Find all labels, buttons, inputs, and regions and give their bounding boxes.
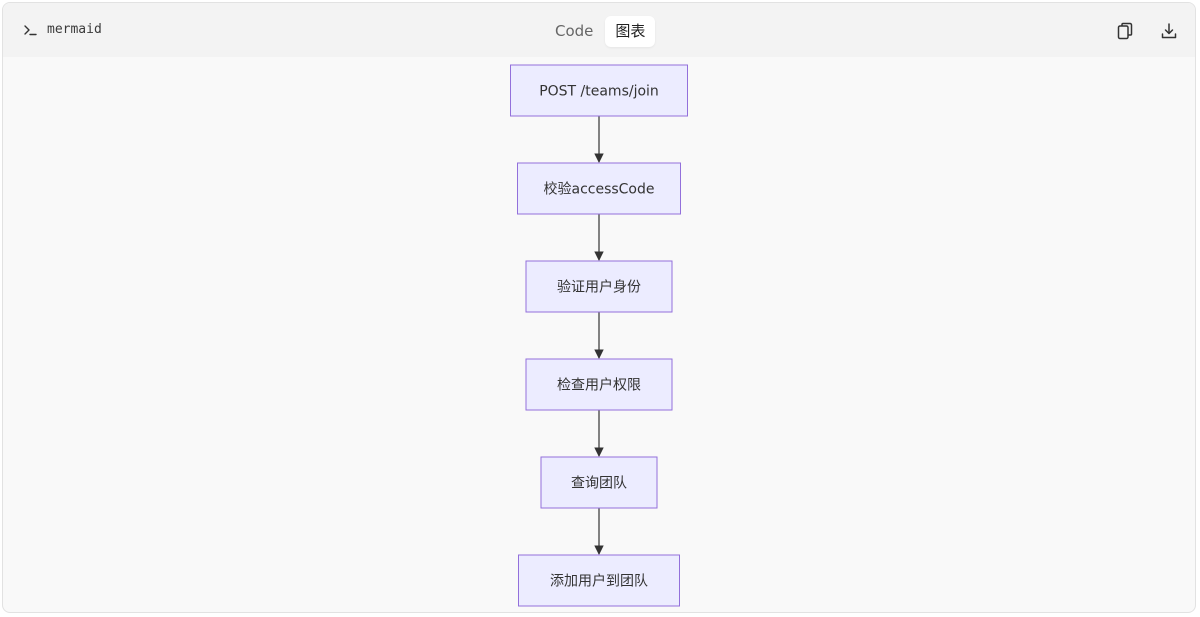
- copy-icon: [1117, 22, 1133, 40]
- flow-node-3: 验证用户身份: [525, 260, 673, 313]
- flowchart-diagram: POST /teams/join 校验accessCode 验证用户身份检查用户权限…: [3, 57, 1195, 612]
- flow-node-label: 校验accessCode: [543, 181, 654, 198]
- download-button[interactable]: [1157, 19, 1181, 43]
- flow-node-label: 添加用户到团队: [550, 573, 648, 590]
- tab-code[interactable]: Code: [555, 22, 594, 40]
- flow-node-box: [525, 358, 673, 411]
- flow-node-4: 检查用户权限: [525, 358, 673, 411]
- flow-node-box: [518, 554, 680, 607]
- flow-node-label: POST /teams/join: [539, 84, 659, 100]
- flow-node-box: [517, 162, 681, 215]
- flow-node-6: 添加用户到团队: [518, 554, 680, 607]
- flow-node-label: 查询团队: [571, 476, 627, 492]
- copy-button[interactable]: [1113, 19, 1137, 43]
- view-tabs: Code 图表: [545, 16, 656, 47]
- flowchart-svg: POST /teams/join 校验accessCode 验证用户身份检查用户权限…: [510, 64, 688, 607]
- language-label: mermaid: [47, 22, 102, 37]
- download-icon: [1161, 23, 1177, 39]
- flow-node-2: 校验accessCode: [517, 162, 681, 215]
- flow-node-1: POST /teams/join: [510, 64, 688, 117]
- flow-node-label: 检查用户权限: [557, 377, 641, 394]
- terminal-prompt-icon: [24, 24, 37, 35]
- flow-node-box: [510, 64, 688, 117]
- flow-node-5: 查询团队: [540, 456, 658, 509]
- code-block-header: mermaid Code 图表: [3, 3, 1195, 57]
- flow-node-box: [540, 456, 658, 509]
- flow-node-box: [525, 260, 673, 313]
- header-actions: [1093, 19, 1181, 43]
- flow-node-label: 验证用户身份: [557, 279, 641, 296]
- tab-diagram[interactable]: 图表: [605, 16, 656, 47]
- language-indicator: mermaid: [23, 22, 102, 37]
